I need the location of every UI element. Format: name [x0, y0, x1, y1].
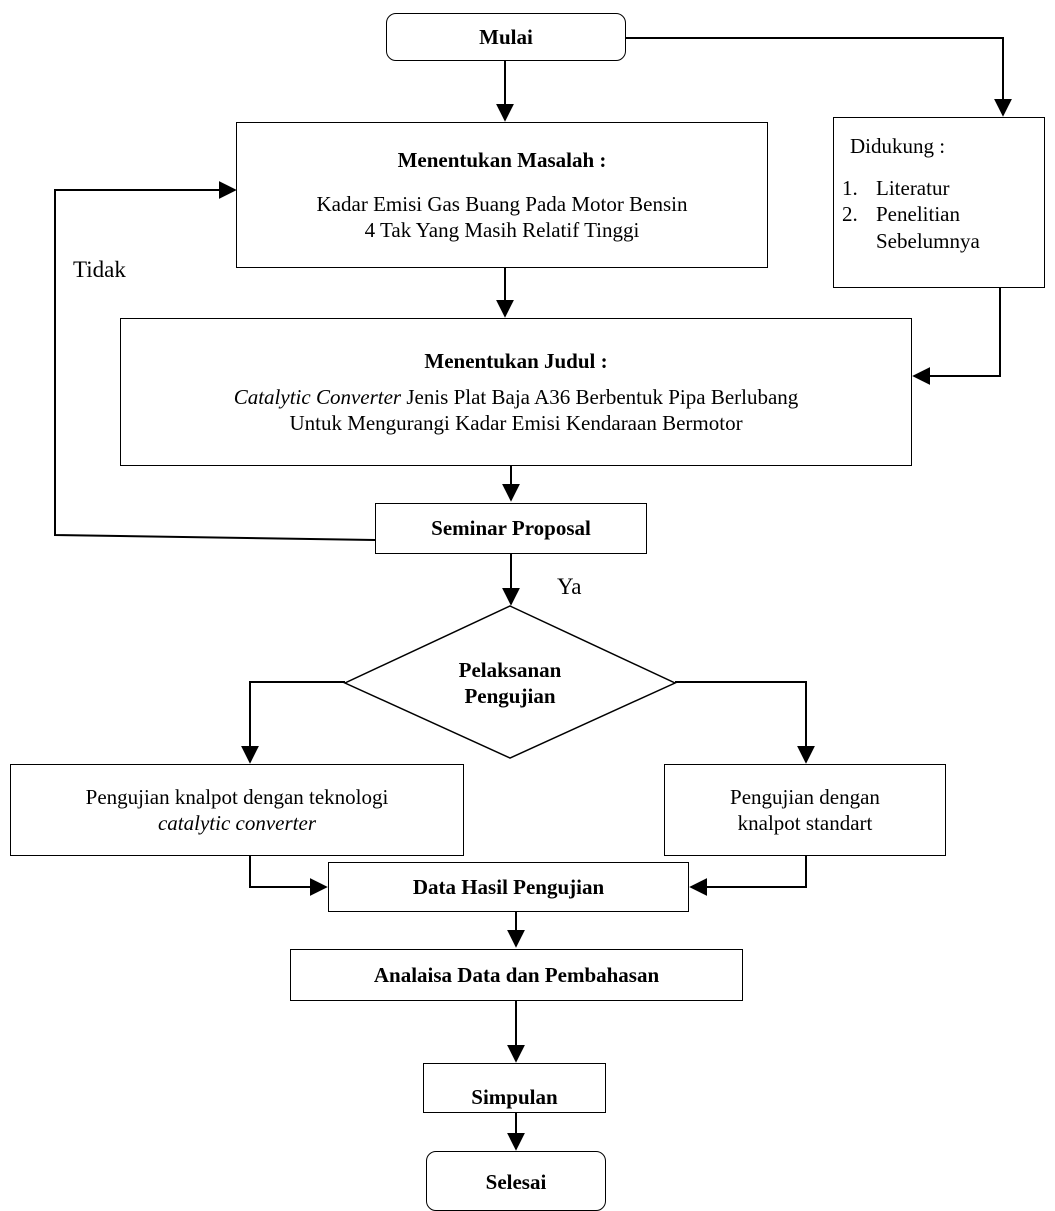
judul-line-1-rest: Jenis Plat Baja A36 Berbentuk Pipa Berlu…	[401, 384, 799, 409]
test-catalytic-box: Pengujian knalpot dengan teknologi catal…	[10, 764, 464, 856]
support-item: 1. Literatur	[842, 175, 980, 201]
support-item-text: Penelitian	[876, 202, 960, 227]
data-box: Data Hasil Pengujian	[328, 862, 689, 912]
decision-diamond	[343, 605, 677, 759]
arrow-test-catalytic-to-data	[249, 855, 328, 896]
support-item-num: 2.	[842, 202, 858, 227]
judul-line-1-italic: Catalytic Converter	[233, 384, 402, 409]
support-item-num	[842, 228, 876, 254]
problem-title: Menentukan Masalah :	[397, 147, 607, 172]
conclusion-box: Simpulan	[423, 1063, 606, 1113]
test-catalytic-line-2: catalytic converter	[158, 810, 316, 836]
arrow-test-standard-to-data	[689, 855, 807, 896]
support-item-num: 1.	[842, 176, 858, 200]
problem-box: Menentukan Masalah : Kadar Emisi Gas Bua…	[236, 122, 768, 268]
arrow-support-to-judul	[912, 287, 1001, 385]
seminar-label: Seminar Proposal	[431, 516, 591, 541]
label-yes: Ya	[557, 574, 582, 599]
arrow-start-to-support	[625, 37, 1012, 117]
support-title: Didukung :	[850, 134, 946, 158]
support-item: Sebelumnya	[842, 228, 980, 254]
support-item-text: Sebelumnya	[876, 228, 980, 253]
decision-line-2: Pengujian	[464, 684, 556, 708]
judul-box: Menentukan Judul : Catalytic Converter J…	[120, 318, 912, 466]
problem-line-1: Kadar Emisi Gas Buang Pada Motor Bensin	[316, 191, 688, 216]
analysis-box: Analaisa Data dan Pembahasan	[290, 949, 743, 1001]
test-standard-line-1: Pengujian dengan	[730, 784, 880, 809]
support-item: 2. Penelitian	[842, 201, 980, 227]
arrow-decision-to-test-standard	[675, 681, 815, 764]
support-box	[833, 117, 1045, 288]
seminar-box: Seminar Proposal	[375, 503, 647, 554]
problem-line-2: 4 Tak Yang Masih Relatif Tinggi	[364, 218, 640, 243]
test-standard-line-2: knalpot standart	[737, 811, 873, 835]
test-standard-box: Pengujian dengan knalpot standart	[664, 764, 946, 856]
arrow-decision-to-test-catalytic	[241, 681, 345, 764]
support-list: 1. Literatur 2. Penelitian Sebelumnya	[842, 175, 980, 254]
end-node: Selesai	[426, 1151, 606, 1211]
end-label: Selesai	[485, 1170, 547, 1194]
judul-line-1: Catalytic Converter Jenis Plat Baja A36 …	[234, 384, 799, 410]
conclusion-label: Simpulan	[471, 1084, 558, 1109]
test-catalytic-italic: catalytic converter	[157, 811, 316, 835]
judul-line-2: Untuk Mengurangi Kadar Emisi Kendaraan B…	[289, 411, 743, 436]
analysis-label: Analaisa Data dan Pembahasan	[373, 962, 660, 987]
support-text: Didukung :	[850, 133, 945, 167]
start-label: Mulai	[479, 24, 533, 49]
judul-title: Menentukan Judul :	[424, 348, 608, 373]
arrow-seminar-to-problem-no	[54, 181, 376, 541]
decision-line-1: Pelaksanan	[458, 657, 562, 682]
data-label: Data Hasil Pengujian	[412, 874, 605, 899]
decision-text: Pelaksanan Pengujian	[400, 648, 620, 718]
support-item-text: Literatur	[876, 176, 950, 200]
label-no: Tidak	[73, 257, 126, 282]
test-catalytic-line-1: Pengujian knalpot dengan teknologi	[85, 784, 389, 809]
start-node: Mulai	[386, 13, 626, 61]
